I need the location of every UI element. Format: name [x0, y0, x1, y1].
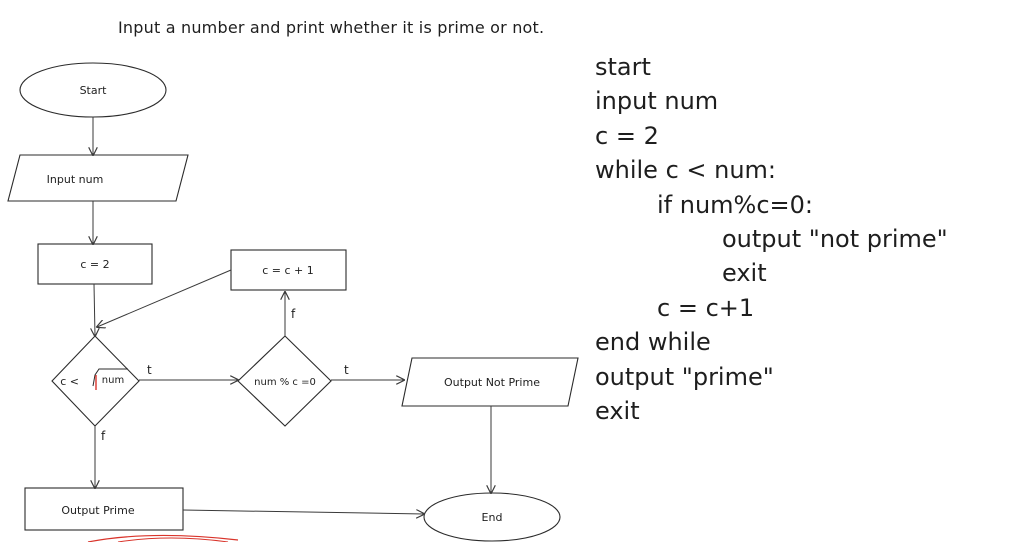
loop-decision-node: c < num — [51, 335, 140, 427]
pseudocode-line: c = c+1 — [657, 293, 755, 322]
pseudocode-line: exit — [595, 397, 640, 426]
pseudocode-line: exit — [722, 259, 767, 288]
loop-true-label: t — [147, 363, 152, 377]
output-prime-node: Output Prime — [24, 487, 184, 531]
input-node: Input num — [7, 154, 189, 202]
init-node: c = 2 — [37, 243, 153, 285]
start-node: Start — [19, 62, 167, 118]
pseudocode-line: start — [595, 53, 651, 81]
input-label: Input num — [47, 173, 104, 186]
pseudocode-line: c = 2 — [595, 121, 659, 150]
red-sketch-mark — [87, 534, 239, 542]
output-not-prime-node: Output Not Prime — [401, 357, 579, 407]
divisible-test-label: num % c =0 — [254, 377, 316, 388]
pseudocode-line: if num%c=0: — [657, 190, 814, 219]
pseudocode-line: while c < num: — [595, 156, 777, 185]
edge-prime-to-end — [182, 510, 424, 514]
loop-false-label: f — [101, 429, 106, 443]
pseudocode-line: end while — [595, 328, 711, 357]
end-label: End — [482, 511, 503, 524]
pseudocode-line: output "prime" — [595, 362, 774, 391]
edge-increment-to-loop — [97, 269, 232, 327]
pseudocode-line: input num — [595, 87, 719, 116]
output-not-prime-label: Output Not Prime — [444, 376, 540, 389]
pseudocode-block: start input num c = 2 while c < num: if … — [595, 50, 948, 428]
divisible-true-label: t — [344, 363, 349, 377]
start-label: Start — [80, 84, 108, 97]
pseudocode-line: output "not prime" — [722, 225, 948, 254]
loop-test-num: num — [102, 375, 124, 386]
output-prime-label: Output Prime — [61, 504, 134, 517]
loop-test-label: c < — [60, 375, 79, 388]
increment-node: c = c + 1 — [230, 249, 347, 291]
diagram-title: Input a number and print whether it is p… — [118, 18, 545, 37]
divisible-decision-node: num % c =0 — [237, 335, 332, 427]
init-label: c = 2 — [80, 258, 109, 271]
increment-label: c = c + 1 — [262, 264, 314, 277]
flowchart: Start Input num c = 2 c = c + 1 c < num … — [7, 62, 579, 542]
end-node: End — [423, 492, 561, 542]
edge-init-to-loop — [94, 283, 95, 336]
divisible-false-label: f — [291, 307, 296, 321]
